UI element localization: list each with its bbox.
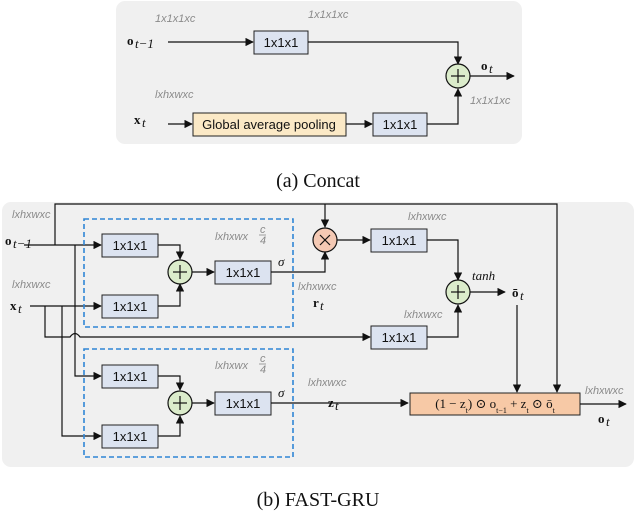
- add-node-z: [167, 390, 193, 416]
- svg-text:t: t: [520, 288, 524, 303]
- svg-text:1x1x1: 1x1x1: [113, 369, 148, 384]
- tanh-label: tanh: [472, 268, 495, 283]
- conv-z2: 1x1x1: [101, 424, 159, 449]
- x-t-label-b: x t: [10, 298, 22, 316]
- svg-text:r: r: [313, 295, 319, 310]
- svg-text:1x1x1: 1x1x1: [226, 265, 261, 280]
- conv-top-a: 1x1x1: [253, 30, 309, 55]
- svg-text:1x1x1: 1x1x1: [383, 117, 418, 132]
- dim-r-label: lxhxwx c 4: [215, 224, 266, 247]
- dim-mult: lxhxwxc: [408, 211, 447, 223]
- svg-text:1x1x1: 1x1x1: [113, 429, 148, 444]
- svg-text:t: t: [606, 414, 610, 429]
- svg-text:1x1x1: 1x1x1: [382, 330, 417, 345]
- dim-top-left-b: lxhxwxc: [12, 209, 51, 221]
- svg-text:o: o: [127, 33, 134, 48]
- dim-conv-top-a: 1x1x1xc: [308, 9, 349, 21]
- svg-text:t−1: t−1: [13, 236, 32, 251]
- o-t-label-a: o t: [481, 58, 493, 76]
- svg-text:1x1x1: 1x1x1: [264, 35, 299, 50]
- multiply-node: [312, 227, 338, 253]
- svg-text:lxhxwx: lxhxwx: [215, 231, 249, 243]
- svg-text:t: t: [18, 301, 22, 316]
- svg-text:1x1x1: 1x1x1: [113, 299, 148, 314]
- panel-a-background: [116, 1, 522, 144]
- svg-text:o: o: [598, 411, 605, 426]
- svg-text:t: t: [142, 115, 146, 130]
- svg-text:ō: ō: [512, 285, 519, 300]
- svg-text:(1 − zt) ⊙ ot−1 + zt ⊙ ōt: (1 − zt) ⊙ ot−1 + zt ⊙ ōt: [435, 396, 555, 415]
- z-gate-group: [83, 348, 294, 458]
- dim-final: lxhxwxc: [585, 385, 624, 397]
- o-t-label-b: o t: [598, 411, 610, 429]
- conv-bottom-a: 1x1x1: [372, 112, 428, 137]
- o-bar-label: ō t: [512, 285, 524, 303]
- svg-text:t: t: [320, 298, 324, 313]
- svg-text:o: o: [481, 58, 488, 73]
- dim-o-prev-a: 1x1x1xc: [155, 13, 196, 25]
- o-prev-label-a: o t−1: [127, 33, 154, 51]
- x-t-label-a: x t: [134, 112, 146, 130]
- conv-r1: 1x1x1: [101, 233, 159, 258]
- conv-mult: 1x1x1: [370, 228, 428, 253]
- add-node-r: [167, 259, 193, 285]
- z-t-label: z t: [328, 395, 339, 413]
- svg-text:lxhxwx: lxhxwx: [215, 360, 249, 372]
- svg-text:c: c: [260, 353, 266, 365]
- dim-out-a: 1x1x1xc: [470, 95, 511, 107]
- svg-text:1x1x1: 1x1x1: [226, 396, 261, 411]
- sigma-r: σ: [278, 254, 285, 269]
- output-formula-box: (1 − zt) ⊙ ot−1 + zt ⊙ ōt: [409, 392, 581, 416]
- dim-z-out: lxhxwxc: [308, 377, 347, 389]
- conv-r2: 1x1x1: [101, 294, 159, 319]
- dim-x-a: lxhxwxc: [155, 89, 194, 101]
- add-node-a: [445, 63, 471, 89]
- svg-text:4: 4: [260, 235, 266, 247]
- svg-text:o: o: [5, 233, 12, 248]
- o-prev-label-b: o t−1: [5, 233, 32, 251]
- sigma-z: σ: [278, 385, 285, 400]
- caption-b: (b) FAST-GRU: [257, 489, 380, 511]
- dim-r-out: lxhxwxc: [298, 281, 337, 293]
- svg-text:4: 4: [260, 364, 266, 376]
- conv-z1: 1x1x1: [101, 364, 159, 389]
- dim-x-b: lxhxwxc: [12, 279, 51, 291]
- svg-text:1x1x1: 1x1x1: [113, 238, 148, 253]
- global-average-pooling-box: Global average pooling: [192, 112, 347, 137]
- r-gate-group: [83, 218, 294, 328]
- svg-text:t−1: t−1: [135, 36, 154, 51]
- svg-text:Global average pooling: Global average pooling: [202, 117, 336, 132]
- svg-text:1x1x1: 1x1x1: [382, 233, 417, 248]
- dim-z-label: lxhxwx c 4: [215, 353, 266, 376]
- conv-r3: 1x1x1: [214, 260, 272, 285]
- svg-text:t: t: [335, 398, 339, 413]
- svg-text:z: z: [328, 395, 334, 410]
- conv-x: 1x1x1: [370, 325, 428, 350]
- conv-z3: 1x1x1: [214, 391, 272, 416]
- r-t-label: r t: [313, 295, 324, 313]
- dim-x-conv: lxhxwxc: [404, 309, 443, 321]
- svg-text:x: x: [134, 112, 141, 127]
- svg-text:t: t: [489, 61, 493, 76]
- svg-text:x: x: [10, 298, 17, 313]
- add-node-tanh: [445, 279, 471, 305]
- svg-text:c: c: [260, 224, 266, 236]
- caption-a: (a) Concat: [276, 170, 360, 192]
